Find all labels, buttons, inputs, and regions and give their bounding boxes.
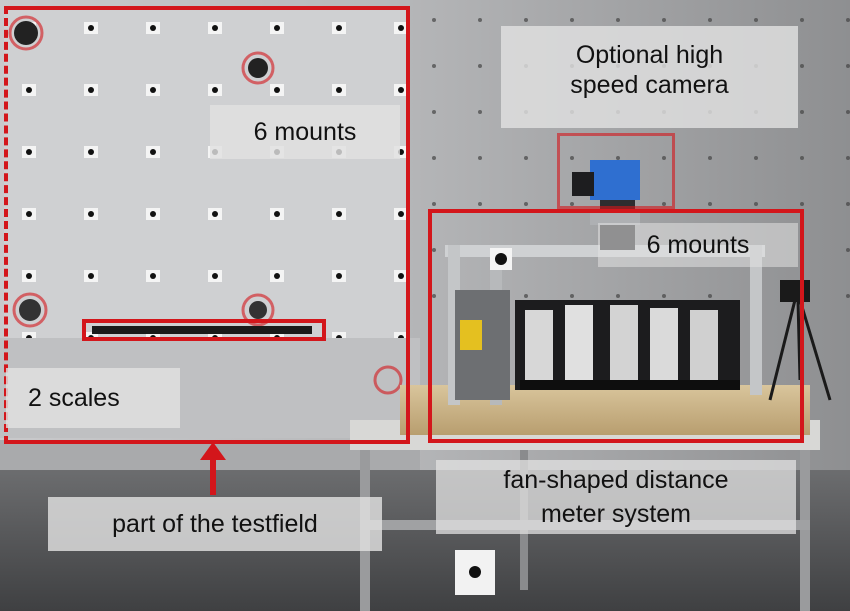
rig-highlight (428, 209, 804, 443)
testfield-arrow-head (200, 442, 226, 460)
optional-camera-label: Optional high speed camera (501, 26, 798, 128)
testfield-label: part of the testfield (48, 497, 382, 551)
wall-targets-left (4, 8, 408, 338)
camera-highlight (557, 133, 675, 209)
scale-bar (92, 326, 312, 334)
sensor-array (515, 300, 740, 390)
camera (572, 160, 640, 250)
wall-mounts-label: 6 mounts (210, 105, 400, 159)
tripod (768, 299, 832, 401)
scale-highlight (82, 319, 326, 341)
wall-mounts (8, 15, 403, 395)
rig-mounts-label: 6 mounts (598, 223, 798, 267)
testfield-highlight (4, 6, 410, 444)
scales-label: 2 scales (6, 368, 180, 428)
testfield-arrow-stem (210, 450, 216, 495)
distance-meter-label: fan-shaped distance meter system (436, 460, 796, 534)
